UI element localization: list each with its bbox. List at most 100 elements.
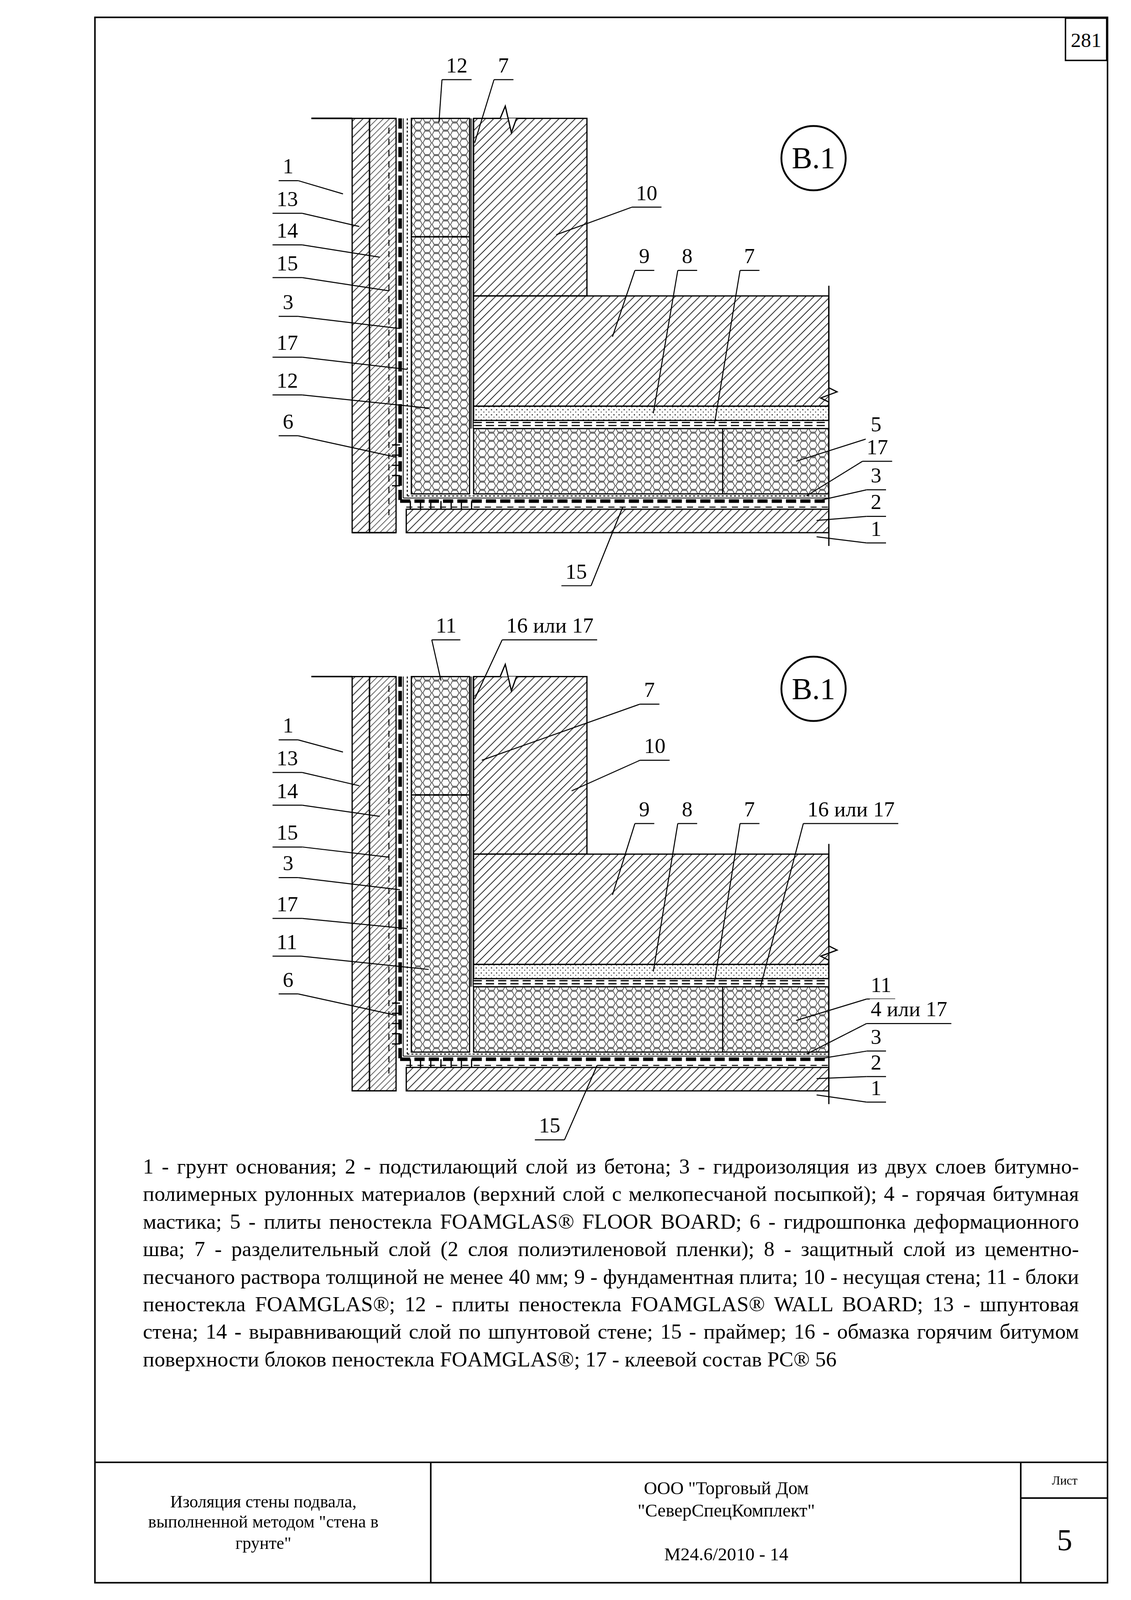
- callout-number: 12: [444, 55, 469, 77]
- insulation-joint: [722, 428, 724, 495]
- leader-line: [297, 994, 397, 1016]
- leader-underline: [866, 1050, 887, 1052]
- leader-underline: [866, 1101, 887, 1103]
- callout-number: 16 или 17: [806, 799, 897, 821]
- waterstop-symbol: [419, 1059, 422, 1068]
- waterstop-symbol: [409, 1059, 412, 1068]
- leader-line: [653, 270, 678, 414]
- foundation-slab: [473, 854, 829, 965]
- callout-number: 11: [275, 932, 299, 954]
- leader-underline: [740, 270, 760, 272]
- leader-underline: [272, 276, 303, 278]
- separation-layer: [470, 118, 472, 429]
- leader-line: [556, 207, 632, 235]
- foamglass-wall-insulation: [411, 118, 470, 495]
- callout-number: 3: [281, 853, 295, 875]
- leader-underline: [866, 1023, 952, 1025]
- callout-number: 15: [537, 1115, 562, 1137]
- leader-underline: [272, 846, 303, 848]
- waterproofing-layer: [403, 1056, 829, 1058]
- separation-layer: [473, 983, 829, 985]
- sheet-frame: [94, 17, 1108, 1584]
- waterstop-symbol: [419, 501, 422, 510]
- callout-number: 5: [869, 414, 883, 436]
- waterstop-symbol: [409, 501, 412, 510]
- leader-underline: [272, 918, 303, 920]
- leader-line: [438, 79, 443, 123]
- insulation-joint: [411, 794, 470, 797]
- leader-underline: [272, 804, 303, 806]
- leader-underline: [272, 356, 303, 358]
- waterstop-symbol: [450, 1059, 453, 1068]
- waterstop-symbol: [460, 1059, 463, 1068]
- leader-line: [816, 489, 867, 502]
- title-block-cell: 5: [1021, 1500, 1108, 1581]
- wall-bottom: [352, 1090, 397, 1092]
- leader-line: [302, 918, 407, 929]
- callout-number: 15: [275, 822, 299, 845]
- leader-line: [653, 823, 678, 972]
- callout-number: 14: [275, 220, 299, 242]
- callout-number: 17: [275, 332, 299, 355]
- leader-lines: [272, 79, 952, 1141]
- callout-number: 4 или 17: [869, 999, 949, 1021]
- break-line: [820, 844, 838, 1105]
- waterstop-symbol: [430, 1059, 432, 1068]
- leader-underline: [677, 270, 698, 272]
- leader-line: [481, 704, 641, 761]
- leader-underline: [862, 460, 893, 462]
- section-mark-text: В.1: [792, 142, 836, 174]
- callout-number: 13: [275, 748, 299, 770]
- callout-number: 3: [869, 465, 883, 487]
- callout-number: 10: [635, 182, 659, 204]
- leader-line: [796, 438, 867, 462]
- leader-underline: [740, 823, 760, 824]
- leader-line: [816, 536, 867, 543]
- waterproofing-layer: [400, 499, 829, 504]
- waterstop-symbol: [440, 501, 442, 510]
- callout-number: 2: [869, 1052, 883, 1074]
- waterstop-symbol: [391, 1023, 401, 1025]
- waterstop-symbol: [460, 501, 463, 510]
- waterstop-symbol: [391, 485, 401, 487]
- primer-line: [388, 686, 390, 1079]
- leader-line: [806, 1023, 867, 1055]
- title-block-text: 5: [1057, 1521, 1073, 1559]
- callout-number: 1: [281, 715, 295, 737]
- adhesive-layer: [407, 1053, 829, 1055]
- leader-underline: [278, 993, 299, 995]
- leader-line: [816, 516, 867, 521]
- leader-line: [302, 847, 389, 858]
- circle-outline: [781, 125, 846, 191]
- section-detail: [311, 664, 837, 1105]
- primer-line: [406, 506, 829, 508]
- callout-number: 1: [869, 1078, 883, 1100]
- callout-number: 7: [643, 679, 657, 702]
- leader-underline: [803, 823, 899, 824]
- leader-underline: [866, 1076, 887, 1078]
- callout-number: 9: [637, 799, 651, 821]
- waterstop-symbol: [430, 501, 432, 510]
- callout-number: 3: [869, 1026, 883, 1049]
- leader-line: [714, 823, 741, 983]
- title-block-text: Лист: [1051, 1473, 1078, 1489]
- leader-underline: [677, 823, 698, 824]
- leader-underline: [561, 585, 592, 587]
- break-mark: [491, 664, 526, 692]
- callout-number: 8: [680, 799, 694, 821]
- callout-number: 6: [281, 969, 295, 991]
- waterproofing-layer: [403, 497, 829, 499]
- callout-number: 15: [564, 561, 588, 584]
- title-block-cell: Лист: [1021, 1465, 1108, 1497]
- waterstop-symbol: [391, 1033, 401, 1035]
- leader-line: [612, 270, 635, 337]
- title-block-cell: ООО "Торговый Дом "СеверСпецКомплект": [432, 1467, 1020, 1533]
- leader-line: [302, 213, 360, 227]
- callout-number: 1: [281, 156, 295, 178]
- leader-line: [431, 640, 441, 681]
- title-block-line: [1020, 1497, 1108, 1500]
- leader-line: [571, 760, 641, 792]
- adhesive-layer: [407, 495, 829, 497]
- ground-line: [311, 676, 352, 678]
